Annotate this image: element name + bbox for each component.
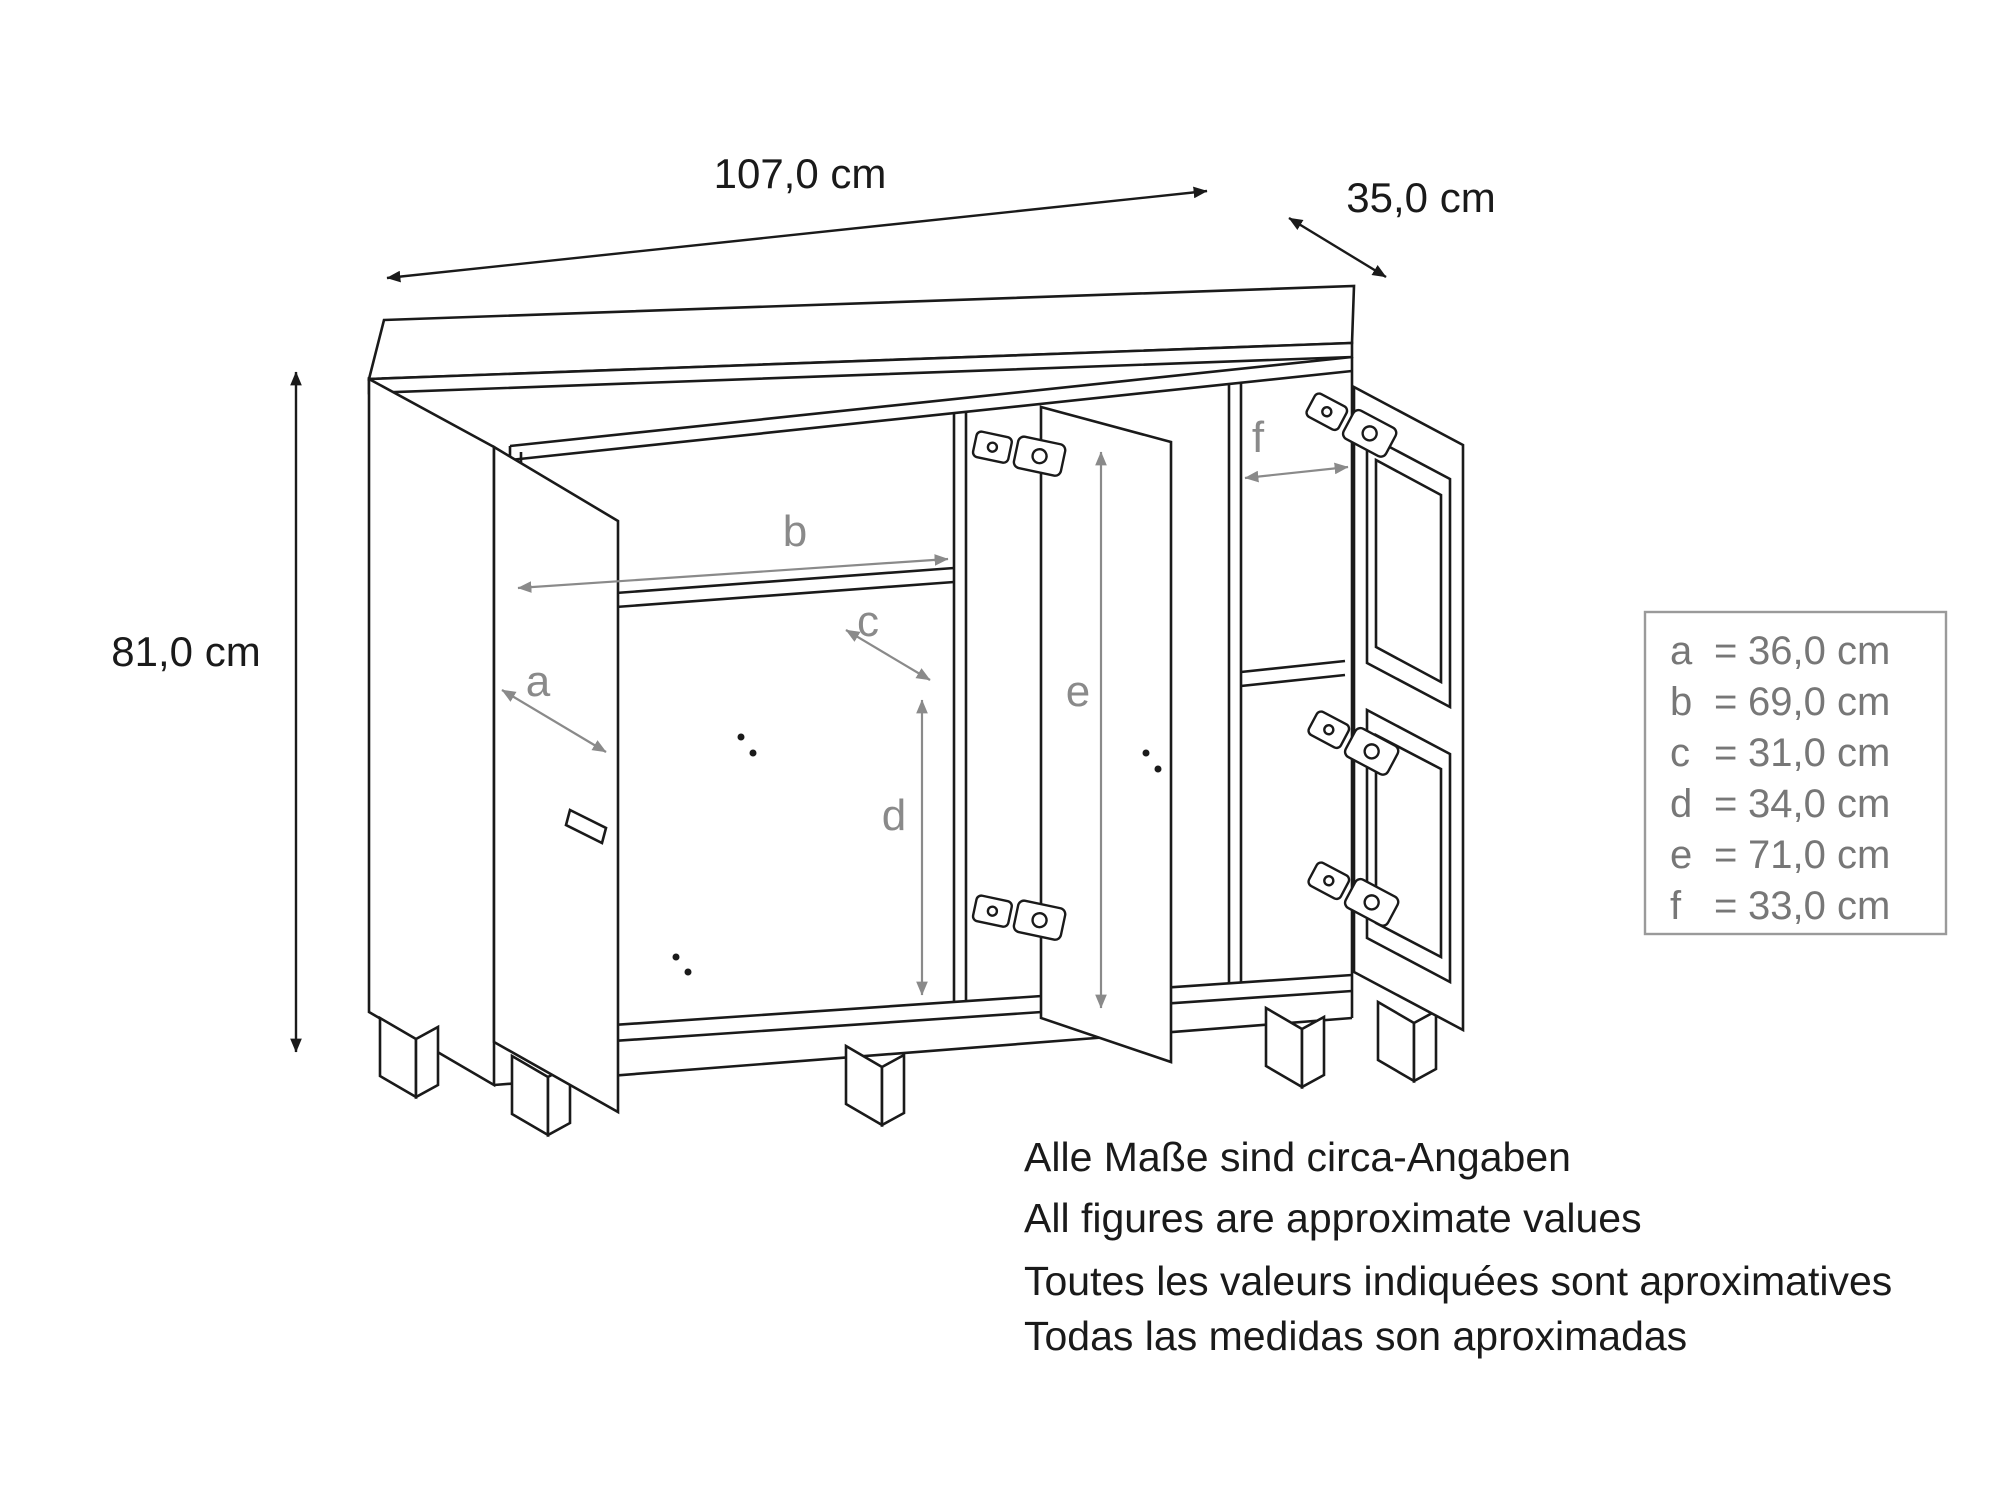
legend-row: e=71,0 cm	[1670, 833, 1890, 877]
depth-arrow	[1288, 216, 1387, 279]
dim-f-label: f	[1252, 413, 1265, 462]
left-door	[492, 444, 620, 1115]
right-door	[1352, 384, 1465, 1033]
dim-b-label: b	[783, 507, 807, 556]
interior-dimensions	[501, 451, 1349, 1009]
door-frame-lower	[1365, 707, 1452, 985]
screw-holes	[672, 733, 1162, 976]
width-dimension-label: 107,0 cm	[714, 150, 887, 197]
cabinet-feet	[378, 999, 1438, 1138]
legend-row: d=34,0 cm	[1670, 782, 1890, 826]
dim-f-arrow	[1244, 462, 1349, 483]
height-dimension-label: 81,0 cm	[111, 628, 260, 675]
cabinet-drawing	[367, 284, 1465, 1138]
middle-door	[1039, 405, 1173, 1064]
legend-row: b=69,0 cm	[1670, 680, 1890, 724]
width-arrow	[386, 186, 1208, 283]
dim-b-arrow	[517, 554, 949, 593]
dim-a-label: a	[526, 657, 551, 706]
legend-box	[1643, 610, 1948, 936]
legend-row: a=36,0 cm	[1670, 629, 1890, 673]
legend-row: f=33,0 cm	[1670, 884, 1890, 928]
note-line-de: Alle Maße sind circa-Angaben	[1024, 1134, 1571, 1180]
legend-row: c=31,0 cm	[1670, 731, 1890, 775]
dim-e-label: e	[1066, 667, 1090, 716]
dim-c-label: c	[857, 597, 879, 646]
outer-dimensions: 107,0 cm 35,0 cm 81,0 cm	[111, 150, 1496, 1053]
dim-d-label: d	[882, 791, 906, 840]
dimension-legend: a=36,0 cm b=69,0 cm c=31,0 cm d=34,0 cm …	[1643, 610, 1948, 936]
door-frame-upper	[1365, 432, 1452, 710]
note-line-fr: Toutes les valeurs indiquées sont aproxi…	[1024, 1258, 1892, 1304]
left-side-panel	[367, 376, 496, 1088]
cabinet-top-panel	[367, 284, 1356, 395]
dim-c-arrow	[845, 629, 931, 681]
note-line-en: All figures are approximate values	[1024, 1195, 1642, 1241]
interior-dimension-letters: a b c d e f	[526, 413, 1265, 840]
approximate-values-note: Alle Maße sind circa-Angaben All figures…	[1024, 1134, 1892, 1359]
door-handle	[564, 808, 608, 845]
depth-dimension-label: 35,0 cm	[1346, 174, 1495, 221]
note-line-es: Todas las medidas son aproximadas	[1024, 1313, 1687, 1359]
carcass-interior	[508, 355, 1353, 1050]
hinges	[970, 386, 1402, 943]
dim-a-arrow	[501, 689, 607, 753]
